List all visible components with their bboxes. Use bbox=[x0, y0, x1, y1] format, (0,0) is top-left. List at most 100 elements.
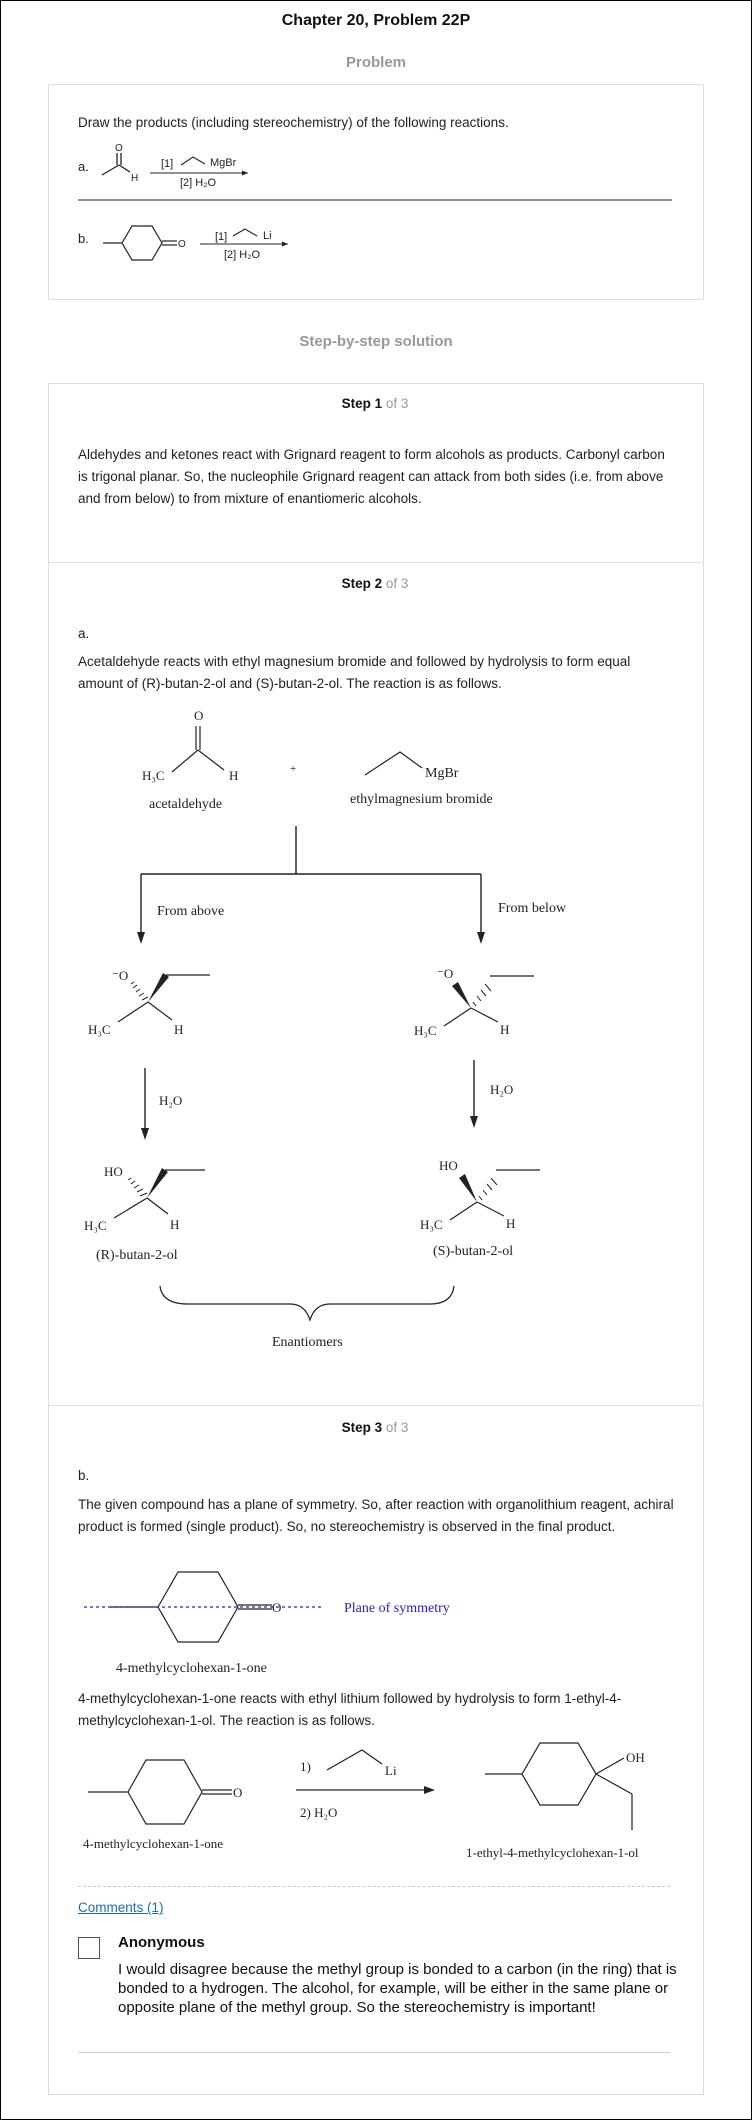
comment-author: Anonymous bbox=[118, 1934, 205, 1951]
s-h: H bbox=[506, 1216, 515, 1231]
part-a-oxygen: O bbox=[115, 143, 123, 154]
left-alkoxide: ⁻O H₃C H bbox=[88, 968, 210, 1037]
s-methyl-bond bbox=[449, 1201, 478, 1221]
r-butan-2-ol: HO H₃C H (R)-butan-2-ol bbox=[84, 1164, 205, 1263]
left-wedge-bond bbox=[148, 973, 169, 1002]
methylcyclohexanone-structure bbox=[103, 225, 177, 261]
part-a-label: a. bbox=[78, 159, 89, 174]
step1-header: Step 1 of 3 bbox=[48, 396, 702, 411]
plane-of-symmetry-figure: O Plane of symmetry 4-methylcyclohexan-1… bbox=[84, 1571, 450, 1676]
part-a-reagent2: [2] H₂O bbox=[180, 177, 217, 189]
comments-divider bbox=[78, 1886, 670, 1887]
from-below-label: From below bbox=[498, 901, 567, 916]
s-h-bond bbox=[476, 1201, 505, 1217]
problem-prompt: Draw the products (including stereochemi… bbox=[78, 115, 509, 130]
enantiomers-label: Enantiomers bbox=[272, 1335, 343, 1350]
step2-part-label: a. bbox=[78, 626, 90, 641]
step1-separator bbox=[48, 562, 702, 563]
step2-mechanism-figure: O H₃C H acetaldehyde + MgBr ethylmagnesi… bbox=[84, 708, 567, 1350]
comments-bottom-divider bbox=[78, 2052, 670, 2053]
part-a-hydrogen: H bbox=[131, 173, 138, 184]
left-alkoxide-o: ⁻O bbox=[112, 968, 128, 983]
s-product-label: (S)-butan-2-ol bbox=[433, 1244, 513, 1259]
part-b-oxygen: O bbox=[178, 239, 186, 250]
right-water-label: H₂O bbox=[490, 1082, 513, 1097]
problem-heading: Problem bbox=[345, 54, 406, 71]
left-hashed-bond bbox=[130, 981, 149, 1001]
plane-label: Plane of symmetry bbox=[344, 1601, 450, 1616]
step2-text: Acetaldehyde reacts with ethyl magnesium… bbox=[78, 654, 631, 691]
r-hashed-bond bbox=[127, 1177, 148, 1197]
step3-header: Step 3 of 3 bbox=[48, 1420, 702, 1435]
arrow-left-down bbox=[137, 932, 145, 944]
part-b-reagent1-group: Li bbox=[263, 230, 272, 242]
right-alkoxide-h: H bbox=[500, 1022, 509, 1037]
reagent1-number: 1) bbox=[300, 1759, 311, 1774]
part-a-reagent1-group: MgBr bbox=[210, 157, 237, 169]
left-h-bond bbox=[147, 1001, 173, 1021]
acetaldehyde-reactant bbox=[171, 726, 225, 773]
right-hydrolysis-arrowhead bbox=[470, 1116, 478, 1128]
reactant-label: 4-methylcyclohexan-1-one bbox=[83, 1836, 223, 1851]
r-h: H bbox=[170, 1217, 179, 1232]
plus-sign: + bbox=[290, 763, 296, 775]
step2-of: of 3 bbox=[385, 576, 409, 591]
solution-heading: Step-by-step solution bbox=[299, 333, 453, 350]
page-title: Chapter 20, Problem 22P bbox=[281, 12, 471, 29]
step2-separator bbox=[48, 1405, 702, 1406]
part-a-ethyl bbox=[180, 156, 206, 166]
left-alkoxide-h3c: H₃C bbox=[88, 1022, 111, 1037]
r-h3c: H₃C bbox=[84, 1218, 107, 1233]
right-hashed-bond bbox=[472, 983, 492, 1007]
left-alkoxide-h: H bbox=[174, 1022, 183, 1037]
step3-title: Step 3 bbox=[341, 1420, 383, 1435]
s-wedge-bond bbox=[459, 1174, 477, 1202]
part-b-arrowhead bbox=[282, 241, 288, 247]
aldehyde-h: H bbox=[229, 768, 238, 783]
from-above-label: From above bbox=[157, 904, 224, 919]
s-h3c: H₃C bbox=[420, 1217, 443, 1232]
branch-lines bbox=[140, 826, 482, 934]
step3-reaction-figure: O 4-methylcyclohexan-1-one 1) Li 2) H₂O … bbox=[83, 1742, 645, 1860]
comment-checkbox[interactable] bbox=[78, 1937, 100, 1959]
right-alkoxide: ⁻O H₃C H bbox=[414, 966, 534, 1038]
acetaldehyde-structure bbox=[101, 153, 131, 176]
solution-box bbox=[48, 383, 704, 2095]
enantiomers-brace bbox=[159, 1285, 455, 1323]
step3-text1: The given compound has a plane of symmet… bbox=[78, 1497, 674, 1534]
s-butan-2-ol: HO H₃C H (S)-butan-2-ol bbox=[420, 1158, 540, 1259]
r-h-bond bbox=[146, 1197, 169, 1215]
grignard-label: ethylmagnesium bromide bbox=[350, 792, 493, 807]
right-h-bond bbox=[470, 1007, 499, 1023]
s-ho: HO bbox=[439, 1158, 458, 1173]
symmetric-ketone-label: 4-methylcyclohexan-1-one bbox=[116, 1661, 267, 1676]
right-methyl-bond bbox=[443, 1007, 472, 1027]
r-ho: HO bbox=[104, 1164, 123, 1179]
r-methyl-bond bbox=[113, 1197, 148, 1219]
right-alkoxide-h3c: H₃C bbox=[414, 1023, 437, 1038]
step1-of: of 3 bbox=[385, 396, 409, 411]
part-b-ethyl bbox=[232, 228, 258, 237]
grignard-ethyl bbox=[364, 751, 423, 776]
step2-header: Step 2 of 3 bbox=[48, 576, 702, 591]
part-b-reagent1: [1] bbox=[215, 231, 227, 243]
comments-link[interactable]: Comments (1) bbox=[78, 1900, 164, 1915]
step1-text: Aldehydes and ketones react with Grignar… bbox=[78, 447, 665, 506]
step3-text2: 4-methylcyclohexan-1-one reacts with eth… bbox=[78, 1691, 622, 1728]
step3-of: of 3 bbox=[385, 1420, 409, 1435]
step2-title: Step 2 bbox=[341, 576, 383, 591]
step1-title: Step 1 bbox=[341, 396, 383, 411]
reaction-arrowhead bbox=[424, 1786, 435, 1794]
reactant-ketone-structure bbox=[88, 1759, 232, 1825]
grignard-mgbr: MgBr bbox=[425, 766, 459, 781]
part-b-label: b. bbox=[78, 231, 89, 246]
product-oh: OH bbox=[626, 1750, 645, 1765]
ethyl-lithium-chain bbox=[326, 1749, 383, 1771]
right-wedge-bond bbox=[452, 982, 471, 1008]
aldehyde-oxygen: O bbox=[194, 708, 203, 723]
left-water-label: H₂O bbox=[159, 1093, 182, 1108]
comment-body: I would disagree because the methyl grou… bbox=[118, 1961, 677, 2016]
problem-reactions-figure: a. O H [1] MgBr [2] H₂O b. O [1] Li [2] … bbox=[78, 143, 672, 261]
left-hydrolysis-arrowhead bbox=[141, 1128, 149, 1140]
arrow-right-down bbox=[477, 932, 485, 944]
